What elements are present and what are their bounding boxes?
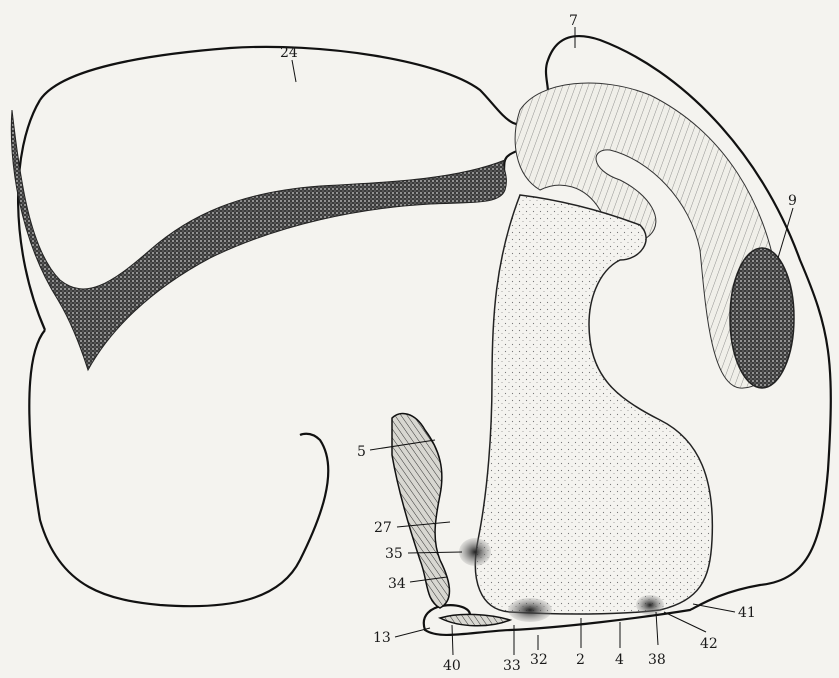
label-4: 4: [615, 652, 624, 668]
leader-24: [292, 60, 296, 82]
label-2: 2: [576, 652, 585, 668]
leader-41: [693, 604, 735, 612]
leader-42: [664, 612, 706, 632]
label-40: 40: [443, 658, 461, 674]
leader-35: [408, 552, 462, 553]
leader-38: [656, 612, 658, 645]
label-33: 33: [503, 658, 521, 674]
nucleus-35: [459, 538, 491, 566]
lower-lip: [440, 614, 510, 625]
label-42: 42: [700, 636, 718, 652]
nucleus-38: [636, 595, 664, 615]
nucleus-33: [508, 598, 552, 622]
leader-13: [395, 628, 430, 637]
stippled-body: [475, 195, 712, 614]
label-34: 34: [388, 576, 406, 592]
label-9: 9: [788, 193, 797, 209]
label-24: 24: [280, 45, 298, 61]
label-7: 7: [569, 13, 578, 29]
label-38: 38: [648, 652, 666, 668]
label-35: 35: [385, 546, 403, 562]
dark-cortical-band: [11, 110, 506, 370]
label-13: 13: [373, 630, 391, 646]
leader-40: [452, 625, 453, 655]
label-5: 5: [357, 444, 366, 460]
label-27: 27: [374, 520, 392, 536]
label-32: 32: [530, 652, 548, 668]
nucleus-9: [730, 248, 794, 388]
label-41: 41: [738, 605, 756, 621]
